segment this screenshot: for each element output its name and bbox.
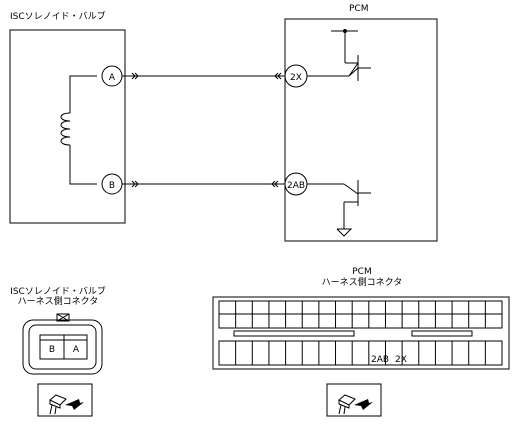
pcm-terminal-2x-label: 2X — [290, 73, 302, 83]
pcm-transistor-top-icon — [307, 29, 371, 81]
pcm-connector-pin-2x: 2X — [395, 355, 407, 365]
isc-connector-title-2: ハーネス側コネクタ — [18, 295, 99, 307]
pcm-terminal-2ab-label: 2AB — [287, 181, 305, 191]
solenoid-coil-icon — [60, 75, 97, 185]
pcm-box — [284, 18, 438, 242]
pcm-connector-title-2: ハーネス側コネクタ — [322, 276, 403, 288]
isc-connector-pin-b: B — [49, 345, 55, 355]
pcm-harness-connector — [212, 296, 510, 370]
pcm-connector-pin-2ab: 2AB — [371, 355, 389, 365]
isc-harness-connector — [22, 313, 103, 375]
pcm-connector-title-1: PCM — [352, 267, 371, 277]
isc-connector-pin-a: A — [73, 345, 80, 355]
pcm-label: PCM — [349, 4, 368, 14]
isc-connector-title-1: ISCソレノイド・バルブ — [10, 285, 106, 297]
pcm-transistor-bottom-icon — [307, 180, 371, 237]
isc-solenoid-label: ISCソレノイド・バルブ — [10, 10, 106, 22]
wire-b-2ab — [122, 180, 285, 188]
wire-a-2x — [122, 72, 285, 80]
isc-terminal-b-label: B — [109, 181, 115, 191]
connector-view-icon — [326, 383, 382, 417]
isc-solenoid-box — [9, 29, 126, 224]
isc-terminal-a-label: A — [109, 73, 116, 83]
connector-view-icon — [37, 383, 93, 417]
